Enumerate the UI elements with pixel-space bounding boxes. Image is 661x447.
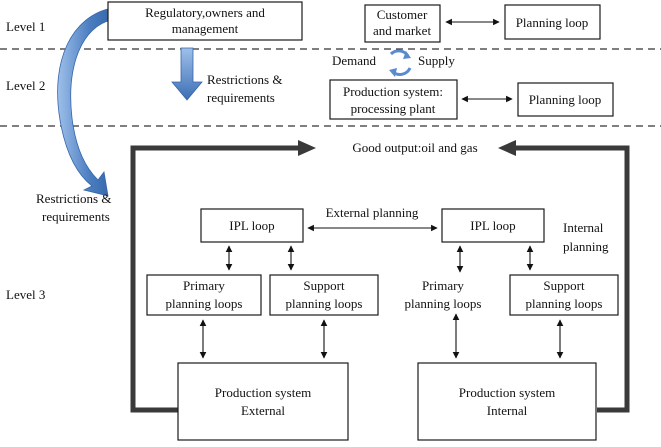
cycle-icon	[389, 49, 412, 77]
demand-label: Demand	[332, 53, 377, 68]
level-3-label: Level 3	[6, 287, 45, 302]
level2-restrictions-line-2: requirements	[207, 90, 275, 105]
production-internal-box	[417, 362, 597, 441]
level1-planning-loop-box	[504, 4, 601, 40]
support-right-line-1: Support	[543, 278, 585, 293]
regulatory-line-2: management	[172, 21, 239, 36]
regulatory-box	[107, 1, 303, 41]
support-left-line-1: Support	[303, 278, 345, 293]
output-flow-loop	[130, 140, 630, 413]
down-arrow-icon	[171, 47, 203, 101]
processing-plant-line-2: processing plant	[351, 101, 436, 116]
production-internal-line-1: Production system	[459, 385, 555, 400]
level1-planning-loop-label: Planning loop	[516, 15, 589, 30]
internal-planning-line-1: Internal	[563, 220, 604, 235]
external-planning-label: External planning	[326, 205, 419, 220]
primary-right-line-2: planning loops	[405, 296, 482, 311]
production-external-line-1: Production system	[215, 385, 311, 400]
level2-restrictions-line-1: Restrictions &	[207, 72, 282, 87]
support-loops-right-box	[509, 274, 619, 316]
level3-restrictions-line-1: Restrictions &	[36, 191, 111, 206]
customer-line-1: Customer	[377, 7, 428, 22]
production-internal-line-2: Internal	[487, 403, 528, 418]
primary-loops-left-box	[146, 274, 262, 316]
ipl-loop-left-box	[200, 208, 304, 243]
primary-left-line-1: Primary	[183, 278, 225, 293]
primary-right-line-1: Primary	[422, 278, 464, 293]
support-loops-left-box	[269, 274, 379, 316]
level2-planning-loop-box	[517, 82, 614, 117]
customer-line-2: and market	[373, 23, 432, 38]
regulatory-line-1: Regulatory,owners and	[145, 5, 265, 20]
support-left-line-2: planning loops	[286, 296, 363, 311]
level3-restrictions-line-2: requirements	[42, 209, 110, 224]
level-2-label: Level 2	[6, 78, 45, 93]
processing-plant-line-1: Production system:	[343, 84, 443, 99]
ipl-loop-left-label: IPL loop	[229, 218, 274, 233]
production-external-box	[177, 362, 349, 441]
primary-left-line-2: planning loops	[166, 296, 243, 311]
level-1-label: Level 1	[6, 19, 45, 34]
production-external-line-2: External	[241, 403, 285, 418]
supply-label: Supply	[418, 53, 455, 68]
internal-planning-line-2: planning	[563, 239, 609, 254]
support-right-line-2: planning loops	[526, 296, 603, 311]
good-output-label: Good output:oil and gas	[352, 140, 477, 155]
ipl-loop-right-box	[441, 208, 545, 243]
level2-planning-loop-label: Planning loop	[529, 92, 602, 107]
customer-box	[364, 4, 441, 43]
ipl-loop-right-label: IPL loop	[470, 218, 515, 233]
curved-restrictions-arrow	[57, 7, 113, 197]
processing-plant-box	[329, 79, 458, 120]
